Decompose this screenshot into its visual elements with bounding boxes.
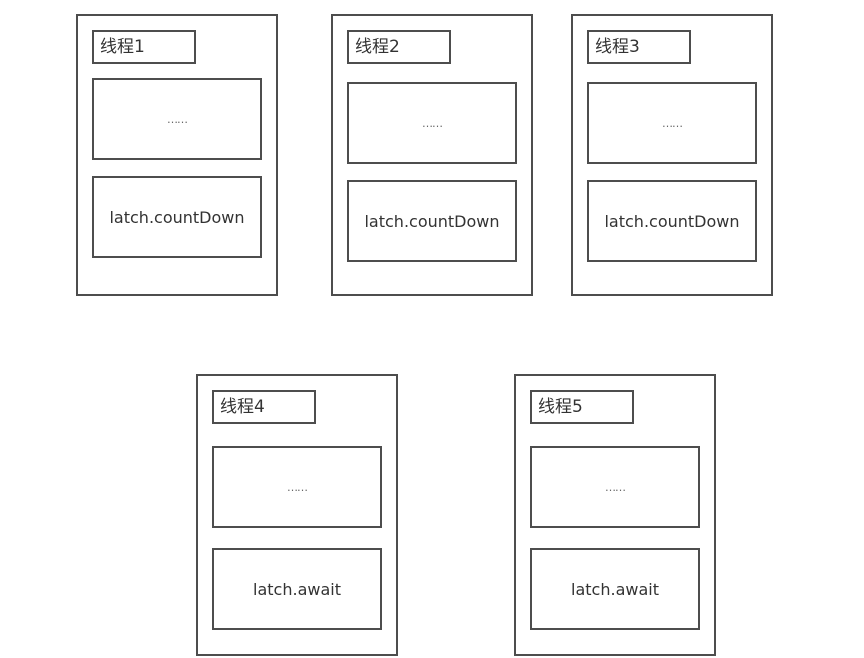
thread-4-box: 线程4 …… latch.await (196, 374, 398, 656)
thread-5-work-box: …… (530, 446, 700, 528)
thread-2-label: 线程2 (347, 30, 451, 64)
thread-5-label: 线程5 (530, 390, 634, 424)
thread-1-box: 线程1 …… latch.countDown (76, 14, 278, 296)
thread-2-box: 线程2 …… latch.countDown (331, 14, 533, 296)
thread-3-work-box: …… (587, 82, 757, 164)
thread-2-work-box: …… (347, 82, 517, 164)
thread-1-work-box: …… (92, 78, 262, 160)
thread-2-latch-call: latch.countDown (347, 180, 517, 262)
thread-3-latch-call: latch.countDown (587, 180, 757, 262)
thread-4-label: 线程4 (212, 390, 316, 424)
thread-4-latch-call: latch.await (212, 548, 382, 630)
thread-1-latch-call: latch.countDown (92, 176, 262, 258)
thread-3-box: 线程3 …… latch.countDown (571, 14, 773, 296)
thread-4-work-box: …… (212, 446, 382, 528)
thread-1-label: 线程1 (92, 30, 196, 64)
thread-3-label: 线程3 (587, 30, 691, 64)
thread-5-box: 线程5 …… latch.await (514, 374, 716, 656)
thread-5-latch-call: latch.await (530, 548, 700, 630)
